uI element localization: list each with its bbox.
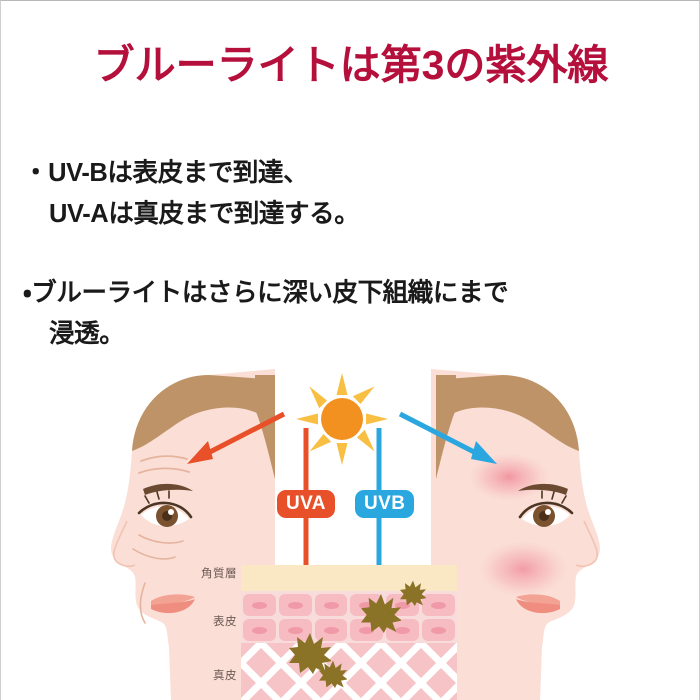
skin-label-corneum: 角質層 — [201, 566, 237, 580]
redness-forehead — [469, 453, 549, 501]
epidermis-cell — [314, 594, 348, 616]
epidermis-cell — [278, 619, 312, 641]
epidermis-cell — [243, 619, 276, 641]
uv-penetration-diagram: 角質層 表皮 真皮 UVA UVB — [1, 369, 699, 700]
bullet-1-text-2: UV-Aは真皮まで到達する。 — [49, 200, 360, 229]
damage-star-dermis-large — [289, 633, 331, 674]
epidermis-cell — [278, 594, 312, 616]
skin-label-dermis: 真皮 — [213, 668, 237, 682]
redness-cheek — [479, 541, 567, 597]
wrinkle-lines — [138, 455, 190, 474]
lips-right-face — [516, 594, 560, 614]
bullet-2-text-2: 浸透。 — [49, 320, 125, 349]
eye-left-face — [137, 490, 193, 527]
skin-layer-corneum — [241, 565, 457, 591]
page-title: ブルーライトは第3の紫外線 — [93, 42, 609, 88]
sun-icon — [296, 373, 388, 465]
damage-star-dermis-small — [319, 660, 347, 688]
dermis-hatch-pattern — [241, 643, 457, 700]
epidermis-cell — [386, 619, 420, 641]
face-right-redness — [431, 369, 600, 700]
skin-layer-epidermis — [241, 591, 457, 643]
bullet-2-text-1: ブルーライトはさらに深い皮下組織にまで — [31, 279, 509, 307]
bullet-2-line-1: ・ブルーライトはさらに深い皮下組織にまで — [23, 273, 509, 314]
bullet-item-2: ・ブルーライトはさらに深い皮下組織にまで 浸透。 — [23, 273, 509, 356]
damage-star-epidermis-large — [361, 593, 401, 633]
epidermis-cell — [422, 619, 455, 641]
epidermis-cell — [314, 619, 348, 641]
uvb-label-badge: UVB — [355, 490, 415, 518]
bullet-2-marker: ・ — [23, 279, 32, 307]
bullet-item-1: ・UV-Bは表皮まで到達、 UV-Aは真皮まで到達する。 — [23, 153, 360, 236]
epidermis-cell — [243, 594, 276, 616]
skin-layer-dermis — [241, 643, 457, 700]
uva-label-badge: UVA — [277, 490, 335, 518]
bullet-1-line-1: ・UV-Bは表皮まで到達、 — [23, 153, 359, 194]
lips-left-face — [151, 594, 195, 614]
skin-label-epidermis: 表皮 — [213, 614, 237, 628]
eye-right-face — [518, 490, 574, 527]
bullet-1-marker: ・ — [23, 159, 49, 187]
skin-cross-section — [241, 565, 457, 700]
damage-star-epidermis-small — [400, 580, 426, 606]
bullet-1-text-1: UV-Bは表皮まで到達、 — [48, 159, 309, 187]
epidermis-cell-row — [241, 619, 457, 641]
epidermis-cell — [422, 594, 455, 616]
